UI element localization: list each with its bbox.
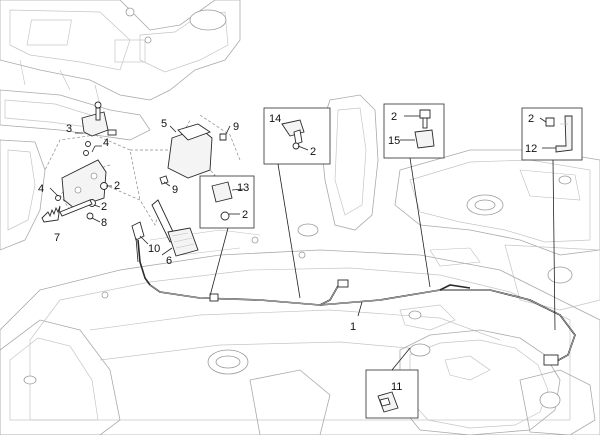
callout-13: 13 [237,182,249,194]
callout-2: 2 [114,180,120,192]
inset-15 [383,103,445,159]
parking-brake-cable [137,239,576,366]
callout-14: 14 [269,113,281,125]
callout-2: 2 [242,209,248,221]
inset-14 [263,107,331,165]
callout-4: 4 [38,183,44,195]
callout-5: 5 [161,118,167,130]
inset-11 [365,369,419,419]
pedal-assembly [41,101,233,257]
callout-9: 9 [233,121,239,133]
callout-10: 10 [148,243,160,255]
inset-12 [521,107,583,161]
leader-lines [49,115,556,371]
callout-11: 11 [391,381,402,393]
callout-12: 12 [525,143,537,155]
callout-1: 1 [350,321,356,333]
callout-6: 6 [166,255,172,267]
callout-labels: 1 2 2 2 2 2 2 3 4 4 5 6 7 8 9 9 10 11 12… [38,111,537,393]
callout-9: 9 [172,184,178,196]
callout-2: 2 [528,113,534,125]
callout-2: 2 [391,111,397,123]
callout-4: 4 [103,137,109,149]
inset-13 [199,175,255,229]
callout-2: 2 [101,201,107,213]
callout-7: 7 [54,232,60,244]
callout-2: 2 [310,146,316,158]
callout-3: 3 [66,123,72,135]
callout-15: 15 [388,135,400,147]
callout-8: 8 [101,217,107,229]
